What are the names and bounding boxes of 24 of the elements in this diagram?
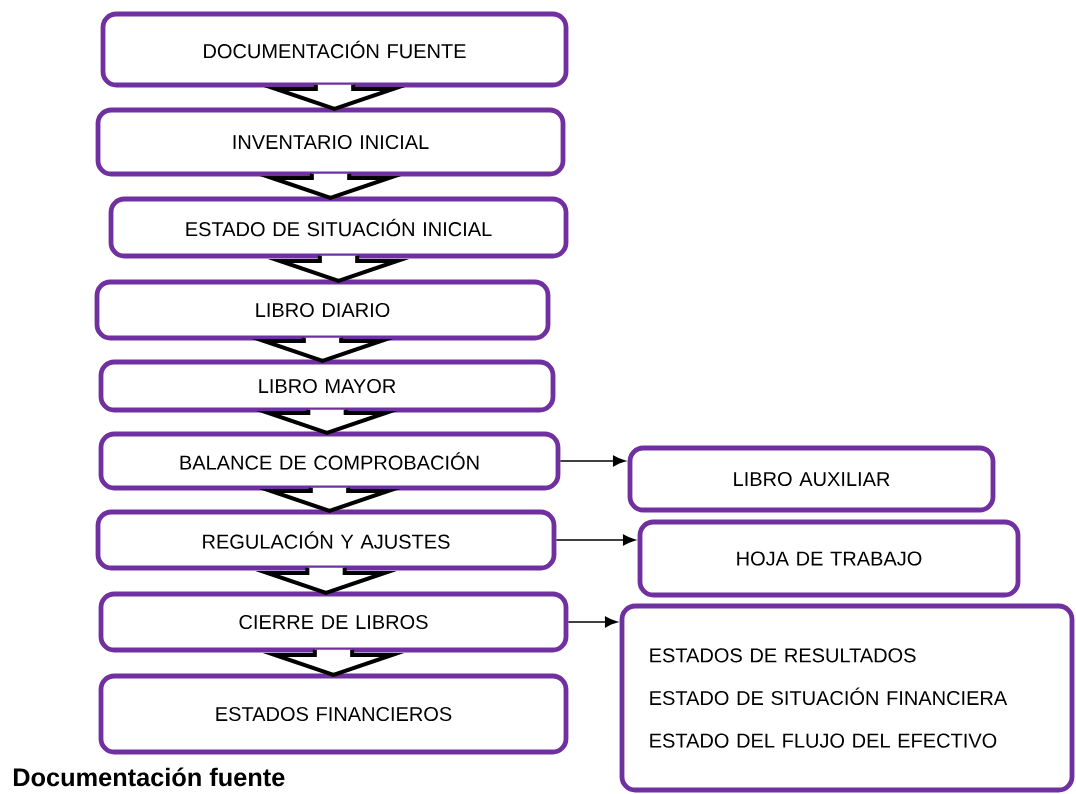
- process-box: CIERRE DE LIBROS: [98, 591, 569, 653]
- process-box: INVENTARIO INICIAL: [95, 107, 566, 177]
- block-arrow: [259, 171, 402, 201]
- process-box: LIBRO DIARIO: [94, 279, 551, 341]
- arrow: [559, 455, 626, 467]
- arrow: [555, 534, 636, 546]
- block-arrow: [251, 335, 394, 364]
- process-box: ESTADO DE SITUACIÓN INICIAL: [108, 196, 569, 259]
- block-arrow: [267, 253, 410, 284]
- block-arrow: [256, 407, 398, 436]
- process-box: BALANCE DE COMPROBACIÓN: [98, 431, 561, 491]
- process-box: HOJA DE TRABAJO: [637, 519, 1021, 598]
- process-box: LIBRO AUXILIAR: [627, 445, 996, 513]
- caption: Documentación fuente: [13, 767, 285, 787]
- block-arrow: [262, 647, 405, 678]
- block-arrow: [255, 565, 397, 596]
- statement-list-box: ESTADOS DE RESULTADOS ESTADO DE SITUACIÓN FINANCIERA ESTADO DEL FLUJO DEL EFECTIVO: [619, 603, 1075, 793]
- process-box: DOCUMENTACIÓN FUENTE: [100, 11, 569, 88]
- process-box: ESTADOS FINANCIEROS: [98, 673, 569, 755]
- process-box: REGULACIÓN Y AJUSTES: [95, 509, 557, 571]
- block-arrow: [263, 82, 406, 112]
- arrow: [567, 616, 618, 628]
- process-box: LIBRO MAYOR: [98, 359, 556, 413]
- block-arrow: [258, 485, 401, 514]
